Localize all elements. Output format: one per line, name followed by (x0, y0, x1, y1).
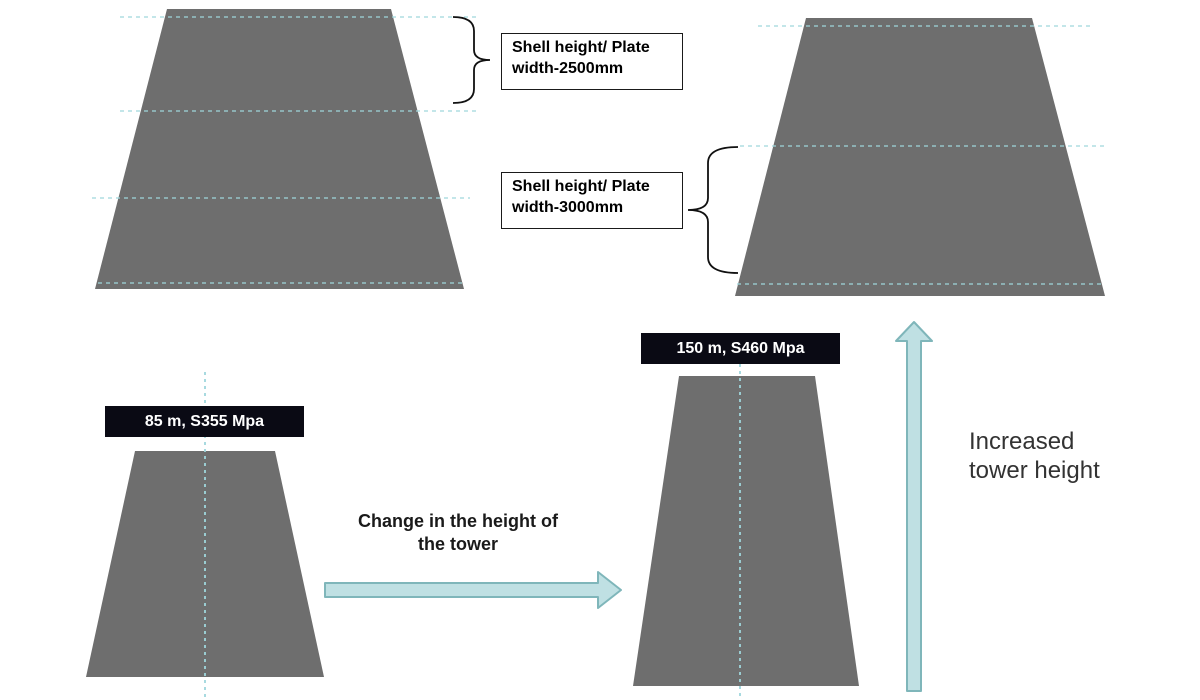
brace-3000mm-icon (687, 146, 739, 274)
tower-85m-label: 85 m, S355 Mpa (105, 406, 304, 437)
shell-section-right (735, 18, 1105, 296)
callout-2500-line2: width-2500mm (512, 60, 624, 77)
increased-line1: Increased (969, 428, 1075, 455)
plate-joint-lines-right (737, 25, 1108, 285)
change-line2: the tower (417, 534, 498, 554)
shell-2500mm-callout: Shell height/ Plate width-2500mm (501, 33, 683, 90)
plate-joint-lines-left (92, 16, 478, 284)
right-arrow-icon (324, 571, 622, 609)
shell-section-left (95, 9, 464, 289)
up-arrow-icon (895, 321, 933, 692)
callout-3000-line1: Shell height/ Plate (512, 178, 650, 195)
tower-150m-label: 150 m, S460 Mpa (641, 333, 840, 364)
increased-line2: tower height (969, 457, 1100, 484)
callout-3000-line2: width-3000mm (512, 199, 624, 216)
tower-150m (633, 376, 859, 686)
shell-3000mm-callout: Shell height/ Plate width-3000mm (501, 172, 683, 229)
change-line1: Change in the height of (358, 511, 558, 531)
callout-2500-line1: Shell height/ Plate (512, 39, 650, 56)
increased-height-annotation: Increased tower height (969, 427, 1169, 485)
brace-2500mm-icon (452, 16, 491, 104)
change-height-annotation: Change in the height of the tower (318, 510, 598, 556)
